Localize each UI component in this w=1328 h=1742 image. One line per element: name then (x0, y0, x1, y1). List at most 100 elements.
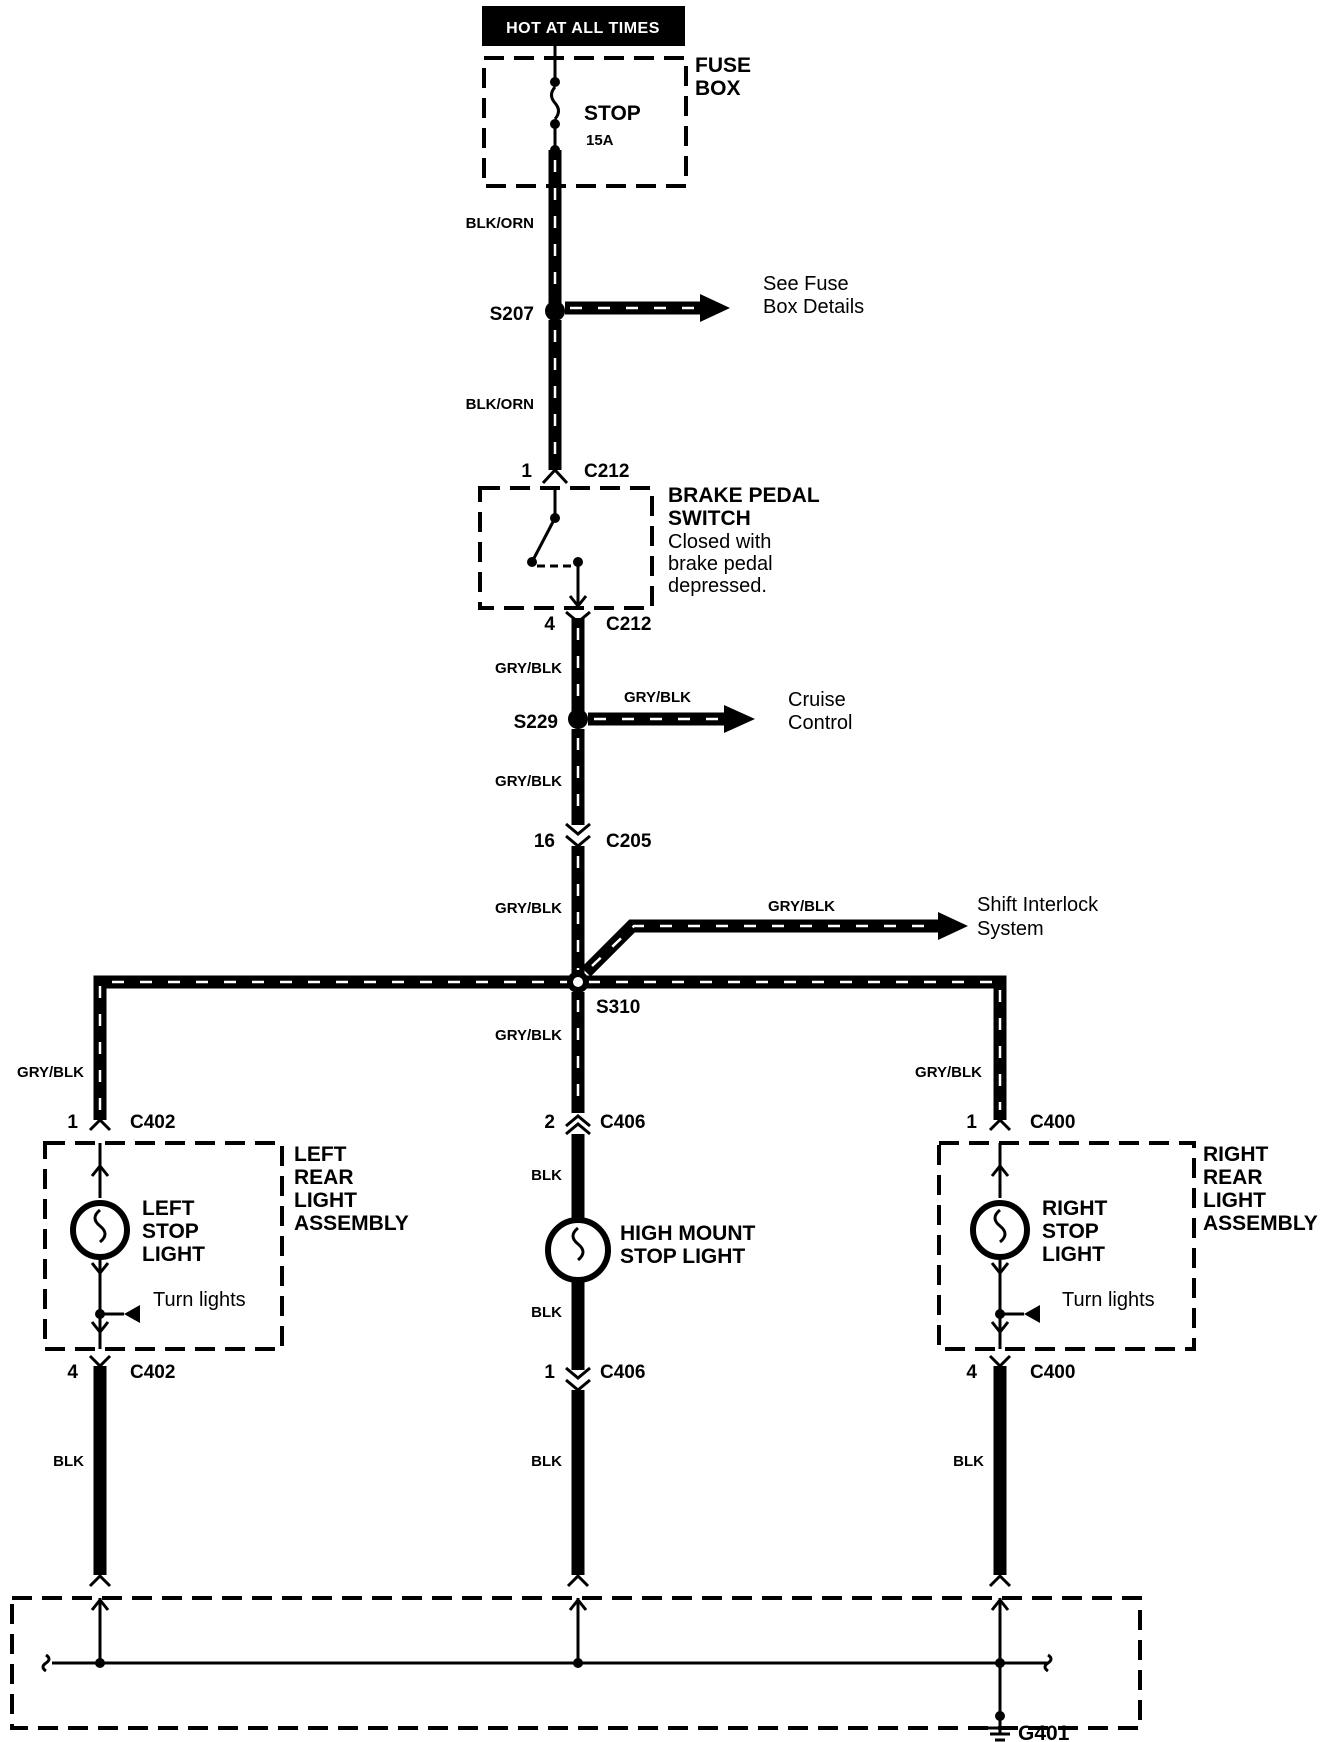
splice-s207-label: S207 (490, 304, 534, 325)
arrow-icon (724, 705, 755, 733)
left-bulb-line1: LEFT (142, 1197, 195, 1220)
wire-label-blk-center-mid: BLK (531, 1304, 562, 1321)
fuse-box-title-1: FUSE (695, 54, 751, 77)
right-rear-light-assembly: RIGHT STOP LIGHT Turn lights (937, 1141, 1196, 1351)
ground-label: G401 (1018, 1722, 1070, 1742)
c406-conn-top: C406 (600, 1112, 645, 1133)
fuse-name: STOP (584, 102, 641, 125)
c205-conn: C205 (606, 831, 652, 852)
wire-label-blk-orn-1: BLK/ORN (466, 215, 534, 232)
wire-label-gry-blk-2: GRY/BLK (495, 773, 562, 790)
shift-line1: Shift Interlock (977, 894, 1099, 916)
cruise-line2: Control (788, 712, 852, 734)
c402-conn-top: C402 (130, 1112, 175, 1133)
wire-label-gry-blk-right: GRY/BLK (915, 1064, 982, 1081)
right-bulb-line1: RIGHT (1042, 1197, 1108, 1220)
right-bulb-line3: LIGHT (1042, 1243, 1105, 1266)
c205-pin: 16 (534, 831, 555, 852)
fuse-box: STOP 15A FUSE BOX (482, 46, 751, 188)
fuse-icon (550, 86, 560, 120)
connector-icon (566, 1573, 590, 1588)
left-bulb-line3: LIGHT (142, 1243, 205, 1266)
connector-c212-top-icon (541, 467, 569, 485)
turn-lights-arrow-icon (1024, 1305, 1040, 1323)
wire-s229-to-cruise (588, 705, 755, 733)
c212-pin-bottom: 4 (544, 614, 555, 635)
connector-c400-bottom-icon (988, 1354, 1012, 1369)
wire-label-gry-blk-center: GRY/BLK (495, 1027, 562, 1044)
connector-icon (88, 1573, 112, 1588)
fuse-rating: 15A (586, 132, 614, 149)
left-assembly-title-3: LIGHT (294, 1189, 357, 1212)
right-turn-lights: Turn lights (1062, 1289, 1155, 1311)
ground-icon (985, 1726, 1015, 1742)
wire-label-blk-center-low: BLK (531, 1453, 562, 1470)
c402-pin-top: 1 (67, 1112, 78, 1133)
ground-distribution-box (10, 1596, 1142, 1735)
right-bulb-line2: STOP (1042, 1220, 1099, 1243)
c400-conn-top: C400 (1030, 1112, 1075, 1133)
fuse-details-line2: Box Details (763, 296, 864, 318)
c400-conn-bottom: C400 (1030, 1362, 1075, 1383)
arrow-icon (700, 294, 730, 322)
connector-c402-bottom-icon (88, 1354, 112, 1369)
right-assembly-title-3: LIGHT (1203, 1189, 1266, 1212)
connector-c406-top-icon (565, 1114, 591, 1136)
hot-label: HOT AT ALL TIMES (506, 20, 660, 37)
right-assembly-title-1: RIGHT (1203, 1143, 1269, 1166)
splice-s207 (545, 301, 565, 321)
connector-icon (988, 1573, 1012, 1588)
wire-label-blk-orn-2: BLK/ORN (466, 396, 534, 413)
c212-conn-top: C212 (584, 461, 629, 482)
brake-switch-desc-2: brake pedal (668, 553, 773, 575)
c212-pin-top: 1 (521, 461, 532, 482)
connector-c402-top-icon (88, 1117, 112, 1132)
connector-c400-top-icon (988, 1117, 1012, 1132)
connector-c406-bottom-icon (565, 1366, 591, 1392)
splice-s310-label: S310 (596, 997, 640, 1018)
c406-pin-bottom: 1 (544, 1362, 555, 1383)
brake-switch-desc-1: Closed with (668, 531, 771, 553)
c400-pin-top: 1 (966, 1112, 977, 1133)
high-mount-line2: STOP LIGHT (620, 1245, 745, 1268)
c400-pin-bottom: 4 (966, 1362, 977, 1383)
shift-line2: System (977, 918, 1044, 940)
bulb-icon (970, 1200, 1030, 1260)
wire-label-gry-blk-shift: GRY/BLK (768, 898, 835, 915)
hot-at-all-times-banner: HOT AT ALL TIMES (482, 6, 685, 46)
c406-conn-bottom: C406 (600, 1362, 645, 1383)
wire-label-blk-right: BLK (953, 1453, 984, 1470)
brake-switch-desc-3: depressed. (668, 575, 767, 597)
wire-s207-to-fuse-details (565, 294, 730, 322)
turn-lights-arrow-icon (124, 1305, 140, 1323)
wire-s310-to-shift-interlock (581, 912, 968, 977)
high-mount-line1: HIGH MOUNT (620, 1222, 755, 1245)
brake-switch-title-2: SWITCH (668, 507, 751, 530)
c406-pin-top: 2 (544, 1112, 555, 1133)
c402-conn-bottom: C402 (130, 1362, 175, 1383)
right-assembly-title-4: ASSEMBLY (1203, 1212, 1318, 1235)
wire-label-blk-left: BLK (53, 1453, 84, 1470)
bulb-icon (70, 1200, 130, 1260)
cruise-line1: Cruise (788, 689, 846, 711)
wire-label-gry-blk-1: GRY/BLK (495, 660, 562, 677)
left-rear-light-assembly: LEFT STOP LIGHT Turn lights (43, 1141, 284, 1351)
fuse-box-title-2: BOX (695, 77, 741, 100)
wire-label-gry-blk-left: GRY/BLK (17, 1064, 84, 1081)
brake-pedal-switch: BRAKE PEDAL SWITCH Closed with brake ped… (478, 484, 820, 610)
c212-conn-bottom: C212 (606, 614, 651, 635)
switch-blade-icon (530, 517, 557, 563)
wire-label-gry-blk-3: GRY/BLK (495, 900, 562, 917)
wire-s310-horizontal-bus (93, 975, 1007, 1120)
splice-s229-label: S229 (514, 712, 558, 733)
arrow-icon (938, 912, 968, 940)
right-assembly-title-2: REAR (1203, 1166, 1263, 1189)
brake-switch-title-1: BRAKE PEDAL (668, 484, 820, 507)
left-assembly-title-2: REAR (294, 1166, 354, 1189)
left-bulb-line2: STOP (142, 1220, 199, 1243)
wire-label-gry-blk-cruise: GRY/BLK (624, 689, 691, 706)
fuse-details-line1: See Fuse (763, 273, 849, 295)
wire-label-blk-center-upper: BLK (531, 1167, 562, 1184)
c402-pin-bottom: 4 (67, 1362, 78, 1383)
